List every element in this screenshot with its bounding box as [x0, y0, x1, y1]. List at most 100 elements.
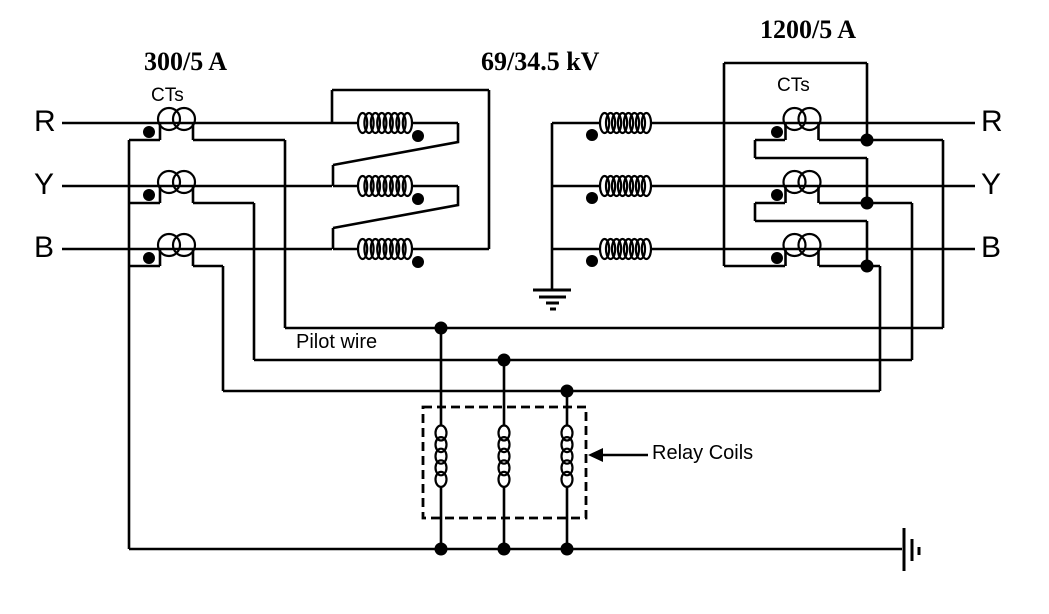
- transformer-winding-coils: [356, 111, 653, 261]
- ct-symbol-circle: [156, 232, 182, 258]
- winding-coil-loop: [369, 111, 382, 135]
- winding-coil-loop: [395, 111, 407, 135]
- winding-coil-loop: [356, 237, 369, 261]
- winding-coil-loop: [598, 111, 611, 135]
- junction-dot: [434, 542, 448, 556]
- winding-coil-loop: [640, 237, 653, 261]
- polarity-dot: [586, 255, 598, 267]
- relay-coil-loop: [497, 447, 511, 465]
- winding-coil-loop: [356, 111, 369, 135]
- phase-label-right-y: Y: [981, 168, 1002, 201]
- winding-coil-loop: [610, 237, 623, 261]
- winding-coil-loop: [622, 237, 635, 261]
- winding-coil-loop: [382, 174, 394, 198]
- phase-label-left-b: B: [34, 231, 55, 264]
- polarity-dot: [412, 193, 424, 205]
- winding-coil-loop: [616, 111, 629, 135]
- ct-secondary-stubs: [784, 123, 820, 140]
- relay-coils-box: [421, 405, 588, 520]
- winding-coil-loop: [610, 174, 623, 198]
- relay-coil-loop: [434, 424, 448, 442]
- right-ct-symbols: [782, 106, 822, 266]
- winding-coil-loop: [376, 237, 388, 261]
- phase-label-right-r: R: [981, 105, 1003, 138]
- ct-symbol-circle: [782, 232, 807, 258]
- winding-coil-loop: [604, 111, 617, 135]
- ct-secondary-stubs: [784, 249, 820, 266]
- junction-dot: [497, 353, 511, 367]
- winding-coil-loop: [401, 237, 414, 261]
- junction-dot: [860, 259, 874, 273]
- relay-coil-loop: [434, 470, 448, 488]
- polarity-dot: [771, 189, 783, 201]
- winding-coil-loop: [363, 237, 375, 261]
- ct-secondary-stubs: [158, 186, 195, 203]
- winding-coil-loop: [628, 111, 641, 135]
- winding-coil-loop: [395, 237, 407, 261]
- left-ct-secondary-wiring: [127, 138, 287, 549]
- winding-coil-loop: [628, 174, 641, 198]
- left-ct-ratio-label: 300/5 A: [144, 47, 228, 76]
- winding-coil-loop: [363, 111, 375, 135]
- winding-coil-loop: [382, 111, 394, 135]
- ct-secondary-stubs: [158, 249, 195, 266]
- ct-symbol-circle: [171, 106, 197, 132]
- polarity-dot: [586, 192, 598, 204]
- winding-coil-loop: [598, 237, 611, 261]
- right-ct-delta-wiring: [722, 61, 869, 268]
- junction-dot: [560, 542, 574, 556]
- winding-coil-loop: [610, 111, 623, 135]
- winding-coil-loop: [640, 174, 653, 198]
- winding-coil-loop: [598, 174, 611, 198]
- winding-coil-loop: [634, 111, 647, 135]
- winding-coil-loop: [369, 237, 382, 261]
- bottom-ground-icon: [902, 528, 921, 571]
- ct-symbol-circle: [156, 169, 182, 195]
- relay-coil-loop: [434, 447, 448, 465]
- winding-coil-loop: [363, 174, 375, 198]
- winding-coil-loop: [634, 237, 647, 261]
- ct-secondary-stubs: [158, 123, 195, 140]
- polarity-dot: [143, 126, 155, 138]
- phase-lines: [62, 121, 975, 251]
- winding-coil-loop: [369, 174, 382, 198]
- phase-label-right-b: B: [981, 231, 1002, 264]
- polarity-dot: [412, 130, 424, 142]
- junction-and-polarity-dots: [143, 126, 874, 556]
- winding-coil-loop: [388, 111, 401, 135]
- winding-coil-loop: [616, 237, 629, 261]
- winding-coil-loop: [382, 237, 394, 261]
- left-ct-title-label: CTs: [151, 85, 184, 106]
- ct-symbol-circle: [156, 106, 182, 132]
- relay-coil-loop: [560, 436, 574, 454]
- relay-coil-loop: [560, 459, 574, 477]
- winding-coil-loop: [634, 174, 647, 198]
- winding-coil-loop: [401, 174, 414, 198]
- winding-coil-loop: [376, 174, 388, 198]
- winding-coil-loop: [401, 111, 414, 135]
- relay-coils-label: Relay Coils: [652, 442, 754, 464]
- transformer-voltage-label: 69/34.5 kV: [481, 47, 600, 76]
- junction-dot: [497, 542, 511, 556]
- left-ct-symbols: [156, 106, 197, 266]
- winding-coil-loop: [395, 174, 407, 198]
- winding-coil-loop: [356, 174, 369, 198]
- relay-coil-loop: [560, 424, 574, 442]
- relay-coil-loop: [560, 447, 574, 465]
- polarity-dot: [143, 252, 155, 264]
- junction-dot: [560, 384, 574, 398]
- polarity-dot: [771, 252, 783, 264]
- winding-coil-loop: [640, 111, 653, 135]
- delta-winding-wiring: [330, 88, 491, 251]
- polarity-dot: [412, 256, 424, 268]
- winding-coil-loop: [376, 111, 388, 135]
- star-ground-icon: [533, 288, 571, 311]
- ct-symbol-circle: [171, 169, 197, 195]
- relay-arrow-head: [588, 448, 603, 462]
- phase-label-left-y: Y: [34, 168, 55, 201]
- winding-coil-loop: [388, 237, 401, 261]
- ct-symbol-circle: [797, 169, 822, 195]
- winding-coil-loop: [616, 174, 629, 198]
